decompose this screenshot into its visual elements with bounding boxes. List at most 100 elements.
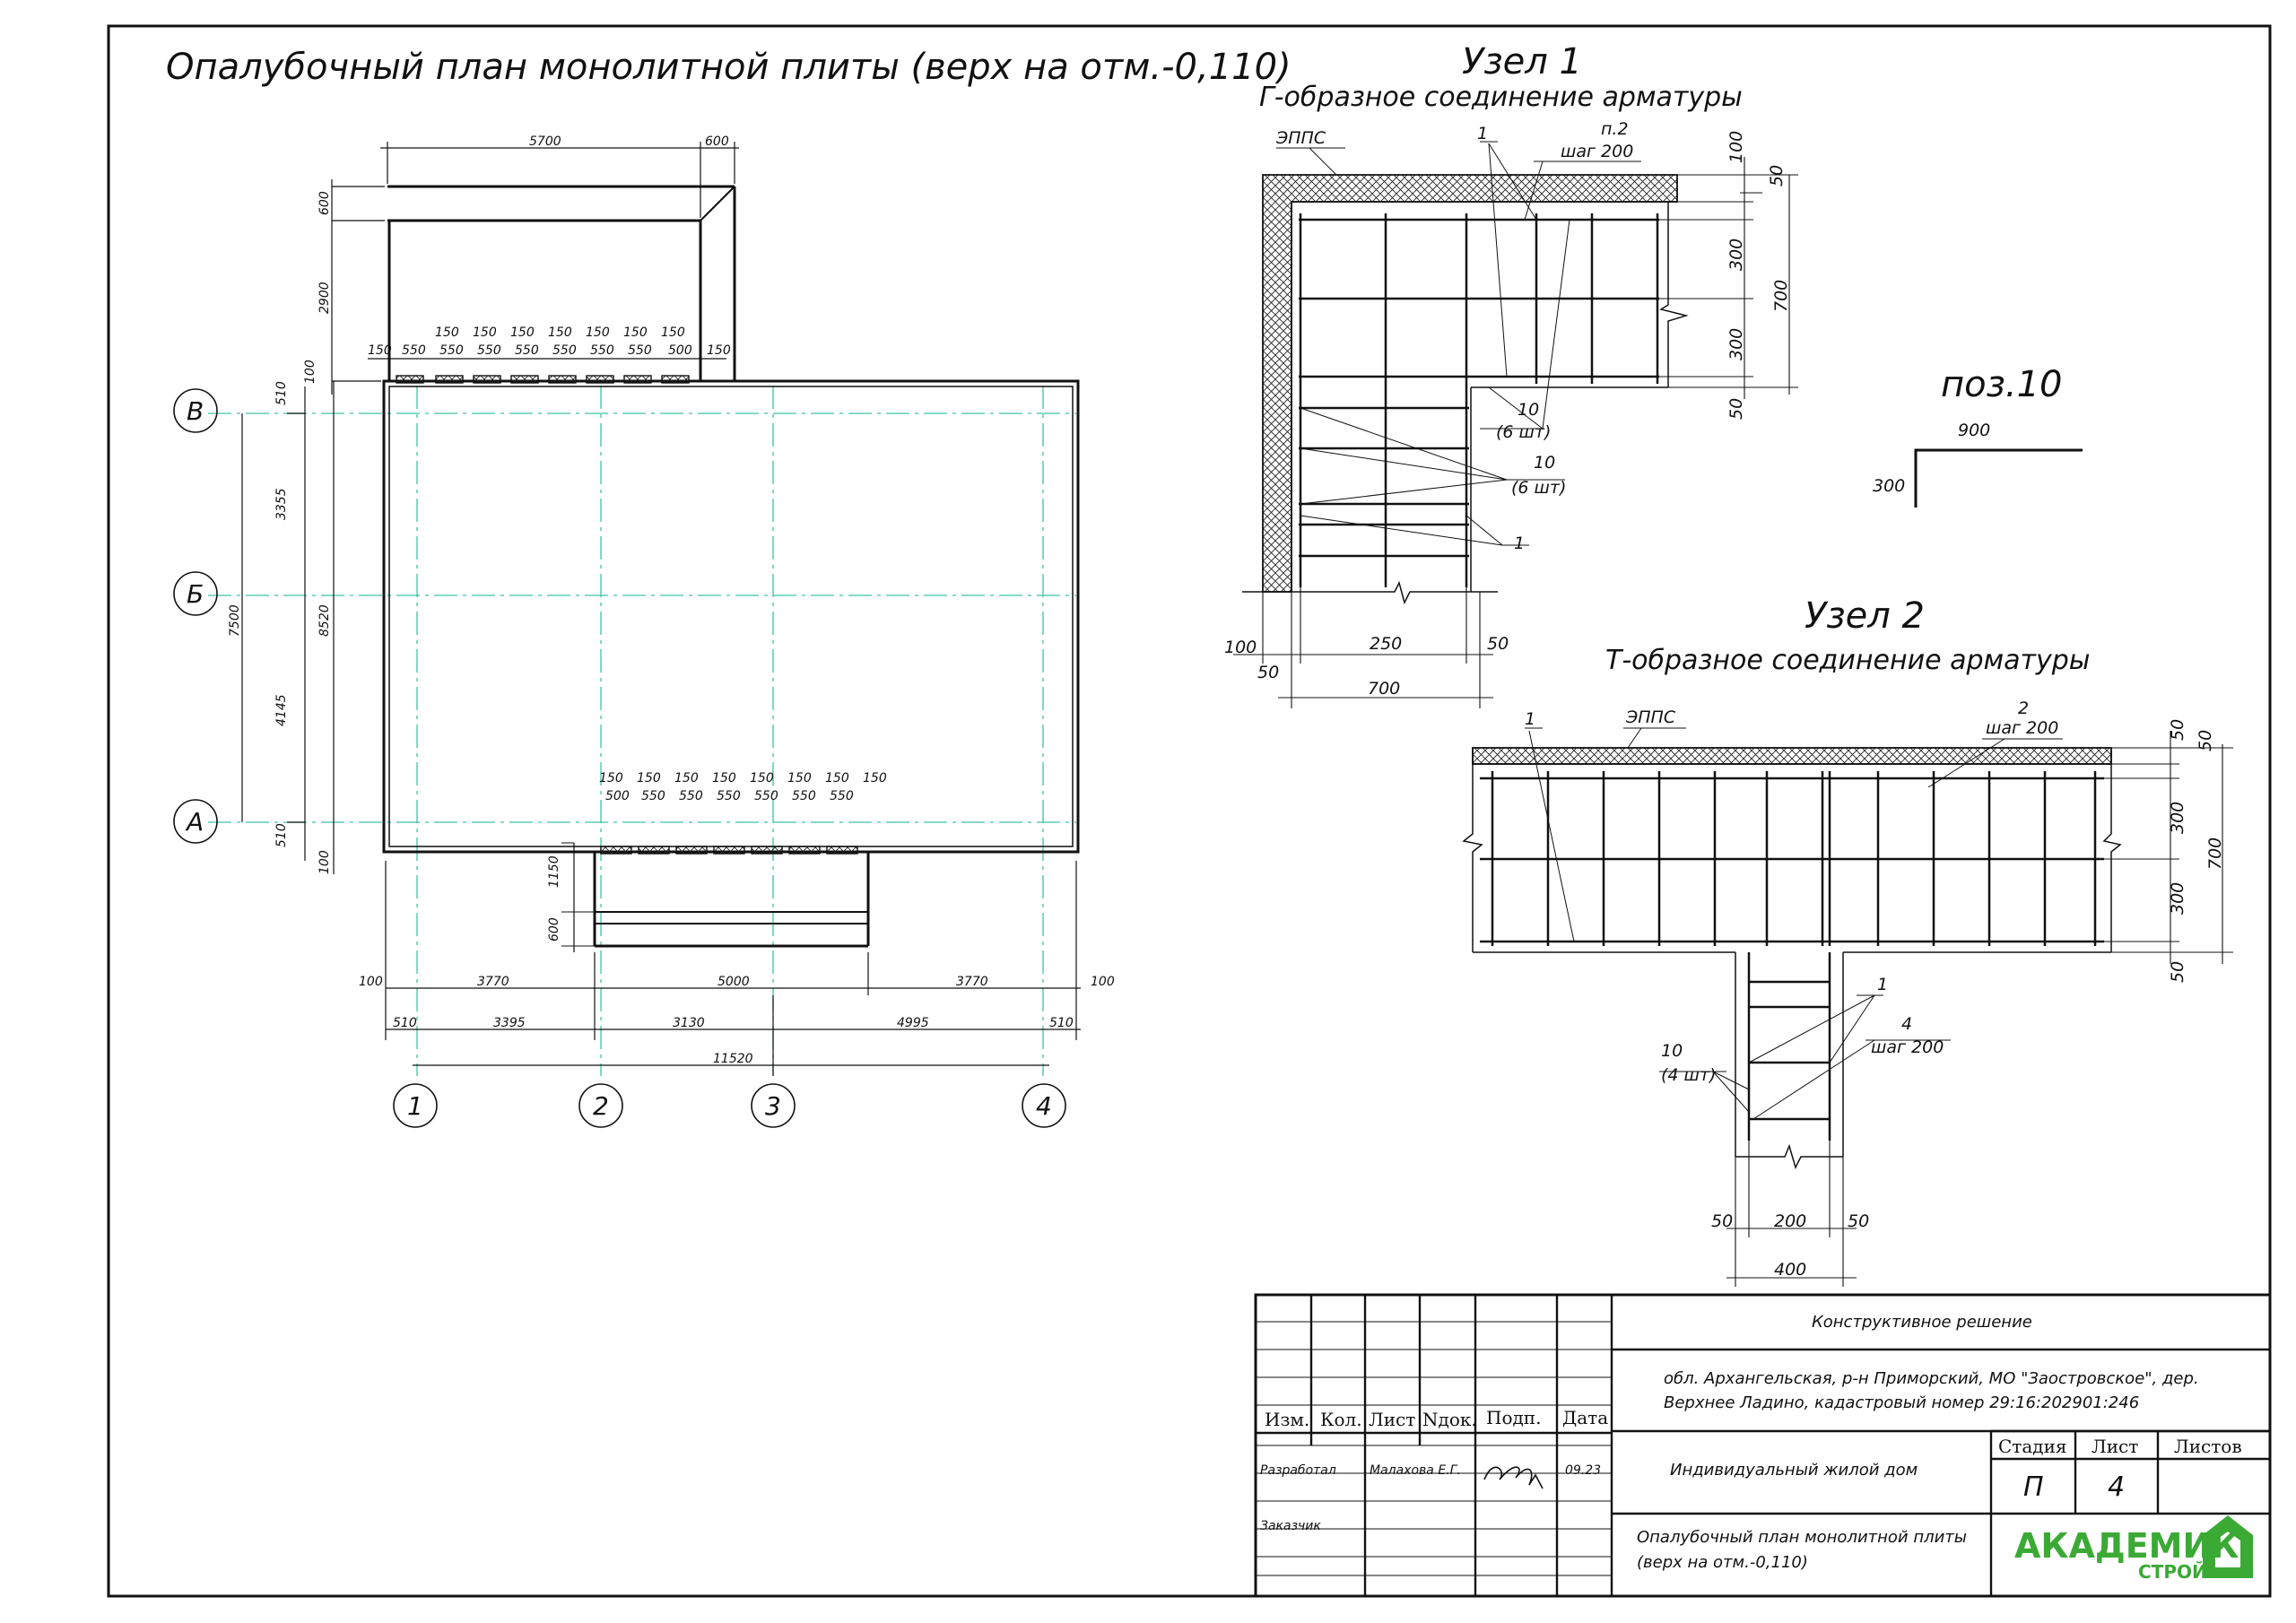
axis-marker-V: В: [173, 388, 218, 433]
svg-text:150: 150: [707, 343, 731, 358]
svg-text:Nдок.: Nдок.: [1422, 1409, 1477, 1430]
address-line-2: Верхнее Ладино, кадастровый номер 29:16:…: [1664, 1393, 2139, 1412]
svg-text:550: 550: [402, 343, 426, 358]
svg-text:150: 150: [586, 325, 610, 340]
signature: [1483, 1466, 1544, 1489]
node1-title: Узел 1: [1462, 41, 1582, 82]
svg-text:50: 50: [2168, 961, 2187, 983]
svg-text:700: 700: [1771, 280, 1791, 312]
svg-text:09.23: 09.23: [1565, 1463, 1601, 1478]
svg-text:3770: 3770: [477, 975, 509, 989]
svg-text:150: 150: [599, 771, 623, 785]
svg-text:550: 550: [717, 789, 741, 803]
svg-text:700: 700: [2205, 838, 2225, 870]
svg-text:150: 150: [548, 325, 572, 340]
axis-marker-4: 4: [1022, 1083, 1066, 1128]
svg-text:4145: 4145: [274, 694, 289, 726]
svg-text:3: 3: [765, 1091, 781, 1121]
svg-text:150: 150: [674, 771, 699, 785]
plan-title: Опалубочный план монолитной плиты (верх …: [166, 47, 1292, 88]
svg-text:300: 300: [1726, 239, 1746, 271]
svg-text:АКАДЕМИК: АКАДЕМИК: [2014, 1526, 2239, 1566]
svg-text:500: 500: [605, 789, 630, 803]
svg-text:150: 150: [368, 343, 392, 358]
svg-text:2: 2: [593, 1091, 609, 1121]
svg-text:300: 300: [2168, 882, 2187, 915]
svg-text:150: 150: [637, 771, 661, 785]
svg-text:10: 10: [1661, 1041, 1683, 1061]
plan-dimension-lines: [241, 142, 1081, 1076]
node2-subtitle: Т-образное соединение арматуры: [1605, 645, 2090, 676]
sheet-frame: [107, 24, 2272, 1598]
svg-text:1150: 1150: [547, 855, 561, 888]
svg-text:50: 50: [1848, 1211, 1869, 1231]
svg-text:900: 900: [1958, 421, 1990, 440]
svg-text:4: 4: [2108, 1471, 2125, 1503]
svg-text:550: 550: [830, 789, 854, 803]
svg-text:Подп.: Подп.: [1486, 1407, 1541, 1428]
svg-text:(4 шт): (4 шт): [1661, 1065, 1716, 1085]
svg-text:100: 100: [1091, 975, 1115, 989]
axis-grid: [208, 386, 1076, 1076]
svg-text:Изм.: Изм.: [1265, 1409, 1309, 1430]
svg-text:550: 550: [590, 343, 614, 358]
svg-text:Стадия: Стадия: [1998, 1436, 2067, 1457]
svg-text:1: 1: [1477, 124, 1488, 143]
svg-text:100: 100: [1224, 638, 1257, 657]
axis-marker-1: 1: [393, 1083, 438, 1128]
svg-text:300: 300: [1873, 476, 1905, 496]
node-2: Узел 2 Т-образное соединение арматуры: [1462, 595, 2233, 1287]
node1-rebar: [1299, 213, 1659, 587]
svg-text:1: 1: [1877, 975, 1888, 994]
svg-text:Лист: Лист: [1369, 1409, 1415, 1430]
svg-text:3770: 3770: [956, 975, 988, 989]
svg-text:10: 10: [1518, 400, 1539, 420]
porch: [561, 842, 870, 948]
node-1: Узел 1 Г-образное соединение арматуры: [1224, 41, 1798, 708]
top-extension: [387, 185, 736, 381]
svg-text:250: 250: [1370, 634, 1402, 654]
node1-insulation: [1262, 174, 1678, 593]
svg-text:300: 300: [1726, 328, 1746, 360]
node2-insulation: [1472, 747, 2112, 765]
svg-text:п.2: п.2: [1601, 119, 1629, 139]
node2-dims: 50 50 300 300 50 700: [2168, 719, 2225, 983]
svg-text:510: 510: [1049, 1016, 1074, 1030]
svg-text:Б: Б: [187, 579, 204, 609]
node2-labels: 1 ЭППС 2 шаг 200 1 4 шаг 200 10 (4 шт): [1525, 699, 2058, 1085]
svg-text:4: 4: [1901, 1014, 1912, 1034]
svg-text:2: 2: [2018, 699, 2029, 718]
svg-text:150: 150: [750, 771, 774, 785]
drawing-name-2: (верх на отм.-0,110): [1637, 1553, 1808, 1572]
title-block: Конструктивное решение обл. Архангельска…: [1254, 1293, 2272, 1598]
svg-text:10: 10: [1534, 453, 1555, 473]
svg-text:510: 510: [393, 1016, 417, 1030]
node1-subtitle: Г-образное соединение арматуры: [1259, 82, 1743, 113]
svg-text:510: 510: [274, 823, 289, 847]
svg-text:100: 100: [317, 850, 332, 874]
building-name: Индивидуальный жилой дом: [1670, 1461, 1918, 1480]
plan-dim-texts: 5700 600 600 2900 100 150 150 150 150 15…: [228, 135, 1115, 1066]
svg-text:50: 50: [2168, 719, 2187, 741]
svg-text:50: 50: [1487, 634, 1509, 654]
svg-text:П: П: [2023, 1471, 2044, 1503]
svg-text:4: 4: [1036, 1091, 1052, 1121]
svg-text:400: 400: [1774, 1260, 1806, 1280]
svg-text:550: 550: [641, 789, 665, 803]
svg-text:600: 600: [317, 191, 332, 215]
svg-text:550: 550: [679, 789, 703, 803]
address-line-1: обл. Архангельская, р-н Приморский, МО "…: [1664, 1369, 2199, 1388]
svg-text:550: 550: [792, 789, 816, 803]
svg-text:150: 150: [510, 325, 535, 340]
svg-text:8520: 8520: [317, 604, 332, 637]
formwork-plan: Опалубочный план монолитной плиты (верх …: [166, 47, 1292, 1128]
svg-text:50: 50: [2196, 730, 2215, 751]
svg-text:ЭППС: ЭППС: [1275, 128, 1326, 148]
axis-marker-3: 3: [751, 1083, 796, 1128]
svg-text:700: 700: [1368, 679, 1400, 699]
svg-text:3395: 3395: [493, 1016, 526, 1030]
svg-text:Кол.: Кол.: [1320, 1409, 1362, 1430]
svg-text:11520: 11520: [713, 1052, 753, 1066]
axis-marker-2: 2: [578, 1083, 623, 1128]
svg-text:150: 150: [623, 325, 648, 340]
